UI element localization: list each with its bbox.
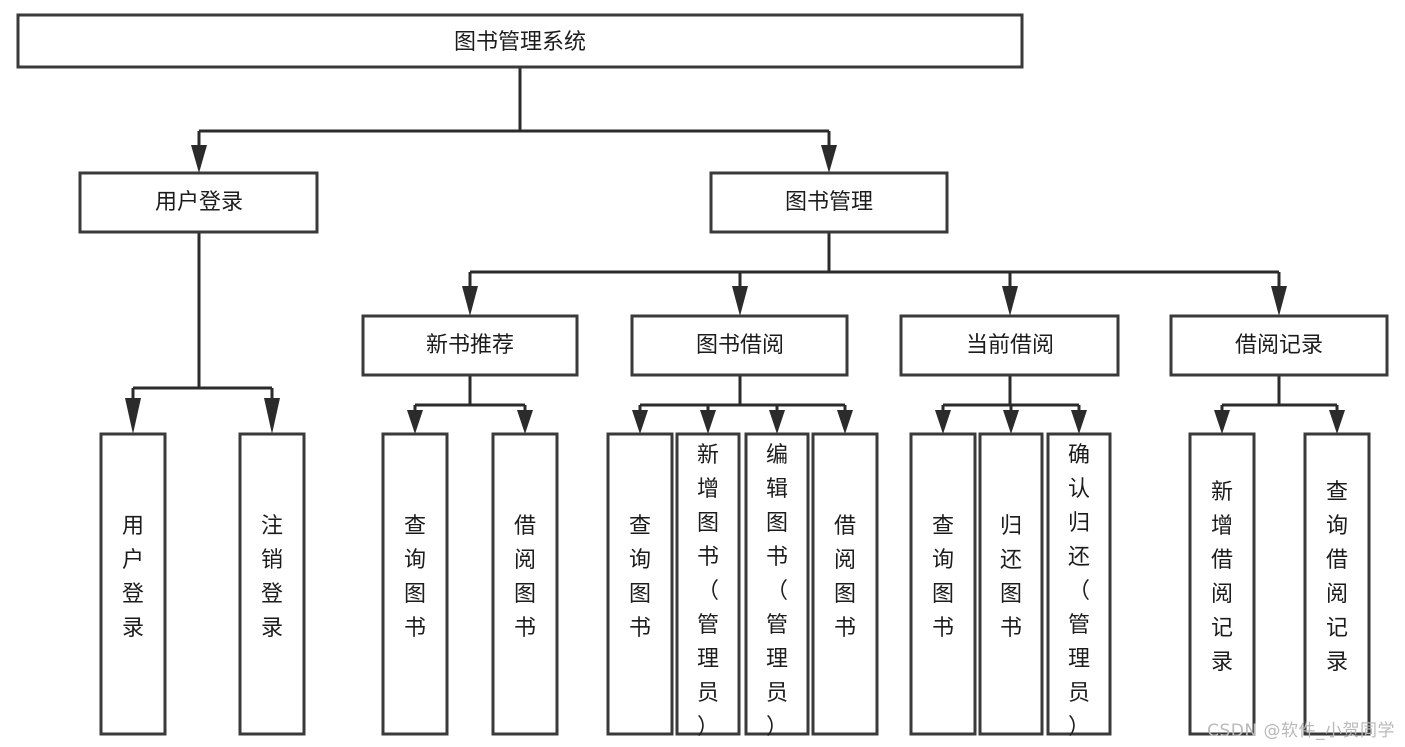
node-book-management-label: 图书管理: [785, 190, 873, 215]
node-leaf-borrow-book-2-box[interactable]: [811, 432, 879, 736]
node-leaf-user-login[interactable]: 用户登录: [99, 432, 167, 736]
node-leaf-borrow-book-1-label: 借阅图书: [514, 514, 536, 641]
node-root[interactable]: 图书管理系统: [16, 13, 1024, 69]
node-leaf-return-book[interactable]: 归还图书: [978, 432, 1044, 736]
node-root-label: 图书管理系统: [454, 30, 586, 55]
node-leaf-edit-book[interactable]: 编辑图书（管理员）: [744, 432, 810, 740]
node-leaf-query-book-3-label: 查询图书: [932, 514, 954, 641]
node-leaf-return-book-label: 归还图书: [1000, 514, 1022, 641]
node-new-book-recommend[interactable]: 新书推荐: [361, 314, 579, 377]
node-leaf-query-book-1[interactable]: 查询图书: [381, 432, 449, 736]
node-user-login-label: 用户登录: [155, 190, 243, 215]
node-book-management-box[interactable]: [709, 171, 949, 234]
node-leaf-logout-box[interactable]: [238, 432, 306, 736]
node-leaf-query-record-box[interactable]: [1303, 432, 1371, 736]
node-leaf-add-record-box[interactable]: [1188, 432, 1256, 736]
node-leaf-confirm-return-box[interactable]: [1046, 432, 1112, 736]
node-leaf-edit-book-label: 编辑图书（管理员）: [766, 443, 788, 740]
arrow-head-ul-1: [125, 398, 141, 434]
node-leaf-query-book-2[interactable]: 查询图书: [606, 432, 674, 736]
arrow-head-ul-2: [264, 398, 280, 434]
arrow-head-cb-3: [1071, 410, 1087, 434]
node-borrow-record[interactable]: 借阅记录: [1169, 314, 1389, 377]
node-new-book-recommend-box[interactable]: [361, 314, 579, 377]
arrow-head-bb-2: [700, 410, 716, 434]
node-leaf-query-book-3-box[interactable]: [909, 432, 977, 736]
arrow-head-bm-1: [462, 286, 478, 316]
node-new-book-recommend-label: 新书推荐: [426, 333, 514, 358]
arrow-head-bb-4: [837, 410, 853, 434]
node-borrow-record-box[interactable]: [1169, 314, 1389, 377]
node-current-borrow-box[interactable]: [899, 314, 1120, 377]
node-borrow-record-label: 借阅记录: [1235, 333, 1323, 358]
arrow-head-cb-1: [935, 410, 951, 434]
node-user-login[interactable]: 用户登录: [78, 171, 319, 234]
node-leaf-borrow-book-2-label: 借阅图书: [834, 514, 856, 641]
node-leaf-query-record[interactable]: 查询借阅记录: [1303, 432, 1371, 736]
node-leaf-confirm-return-label: 确认归还（管理员）: [1068, 443, 1090, 740]
arrow-head-nb-2: [517, 410, 533, 434]
node-leaf-add-book-label: 新增图书（管理员）: [697, 443, 719, 740]
node-leaf-user-login-box[interactable]: [99, 432, 167, 736]
arrow-head-br-2: [1329, 410, 1345, 434]
arrow-head-user-login: [191, 145, 207, 173]
node-leaf-query-record-label: 查询借阅记录: [1326, 480, 1348, 675]
arrow-head-bm-2: [732, 286, 748, 316]
connector-layer: [125, 67, 1345, 434]
arrow-head-bm-4: [1271, 286, 1287, 316]
arrow-head-bm-3: [1002, 286, 1018, 316]
arrow-head-book-mgmt: [821, 145, 837, 173]
node-leaf-confirm-return[interactable]: 确认归还（管理员）: [1046, 432, 1112, 740]
node-leaf-logout[interactable]: 注销登录: [238, 432, 306, 736]
node-user-login-box[interactable]: [78, 171, 319, 234]
arrow-head-cb-2: [1003, 410, 1019, 434]
node-book-management[interactable]: 图书管理: [709, 171, 949, 234]
arrow-head-bb-3: [769, 410, 785, 434]
node-leaf-user-login-label: 用户登录: [122, 514, 144, 641]
node-leaf-query-book-1-box[interactable]: [381, 432, 449, 736]
arrow-head-bb-1: [632, 410, 648, 434]
node-current-borrow-label: 当前借阅: [966, 333, 1054, 358]
node-leaf-borrow-book-1[interactable]: 借阅图书: [491, 432, 559, 736]
arrow-head-nb-1: [407, 410, 423, 434]
node-book-borrow-box[interactable]: [630, 314, 849, 377]
node-leaf-edit-book-box[interactable]: [744, 432, 810, 736]
node-current-borrow[interactable]: 当前借阅: [899, 314, 1120, 377]
node-leaf-query-book-1-label: 查询图书: [404, 514, 426, 641]
node-leaf-add-book-box[interactable]: [675, 432, 741, 736]
arrow-head-br-1: [1214, 410, 1230, 434]
node-leaf-borrow-book-1-box[interactable]: [491, 432, 559, 736]
node-root-box[interactable]: [16, 13, 1024, 69]
node-leaf-borrow-book-2[interactable]: 借阅图书: [811, 432, 879, 736]
node-leaf-logout-label: 注销登录: [261, 514, 283, 641]
node-leaf-return-book-box[interactable]: [978, 432, 1044, 736]
node-leaf-query-book-3[interactable]: 查询图书: [909, 432, 977, 736]
node-leaf-add-record-label: 新增借阅记录: [1211, 480, 1233, 675]
node-leaf-query-book-2-box[interactable]: [606, 432, 674, 736]
node-leaf-query-book-2-label: 查询图书: [629, 514, 651, 641]
node-book-borrow[interactable]: 图书借阅: [630, 314, 849, 377]
node-leaf-add-book[interactable]: 新增图书（管理员）: [675, 432, 741, 740]
node-book-borrow-label: 图书借阅: [696, 333, 784, 358]
node-leaf-add-record[interactable]: 新增借阅记录: [1188, 432, 1256, 736]
